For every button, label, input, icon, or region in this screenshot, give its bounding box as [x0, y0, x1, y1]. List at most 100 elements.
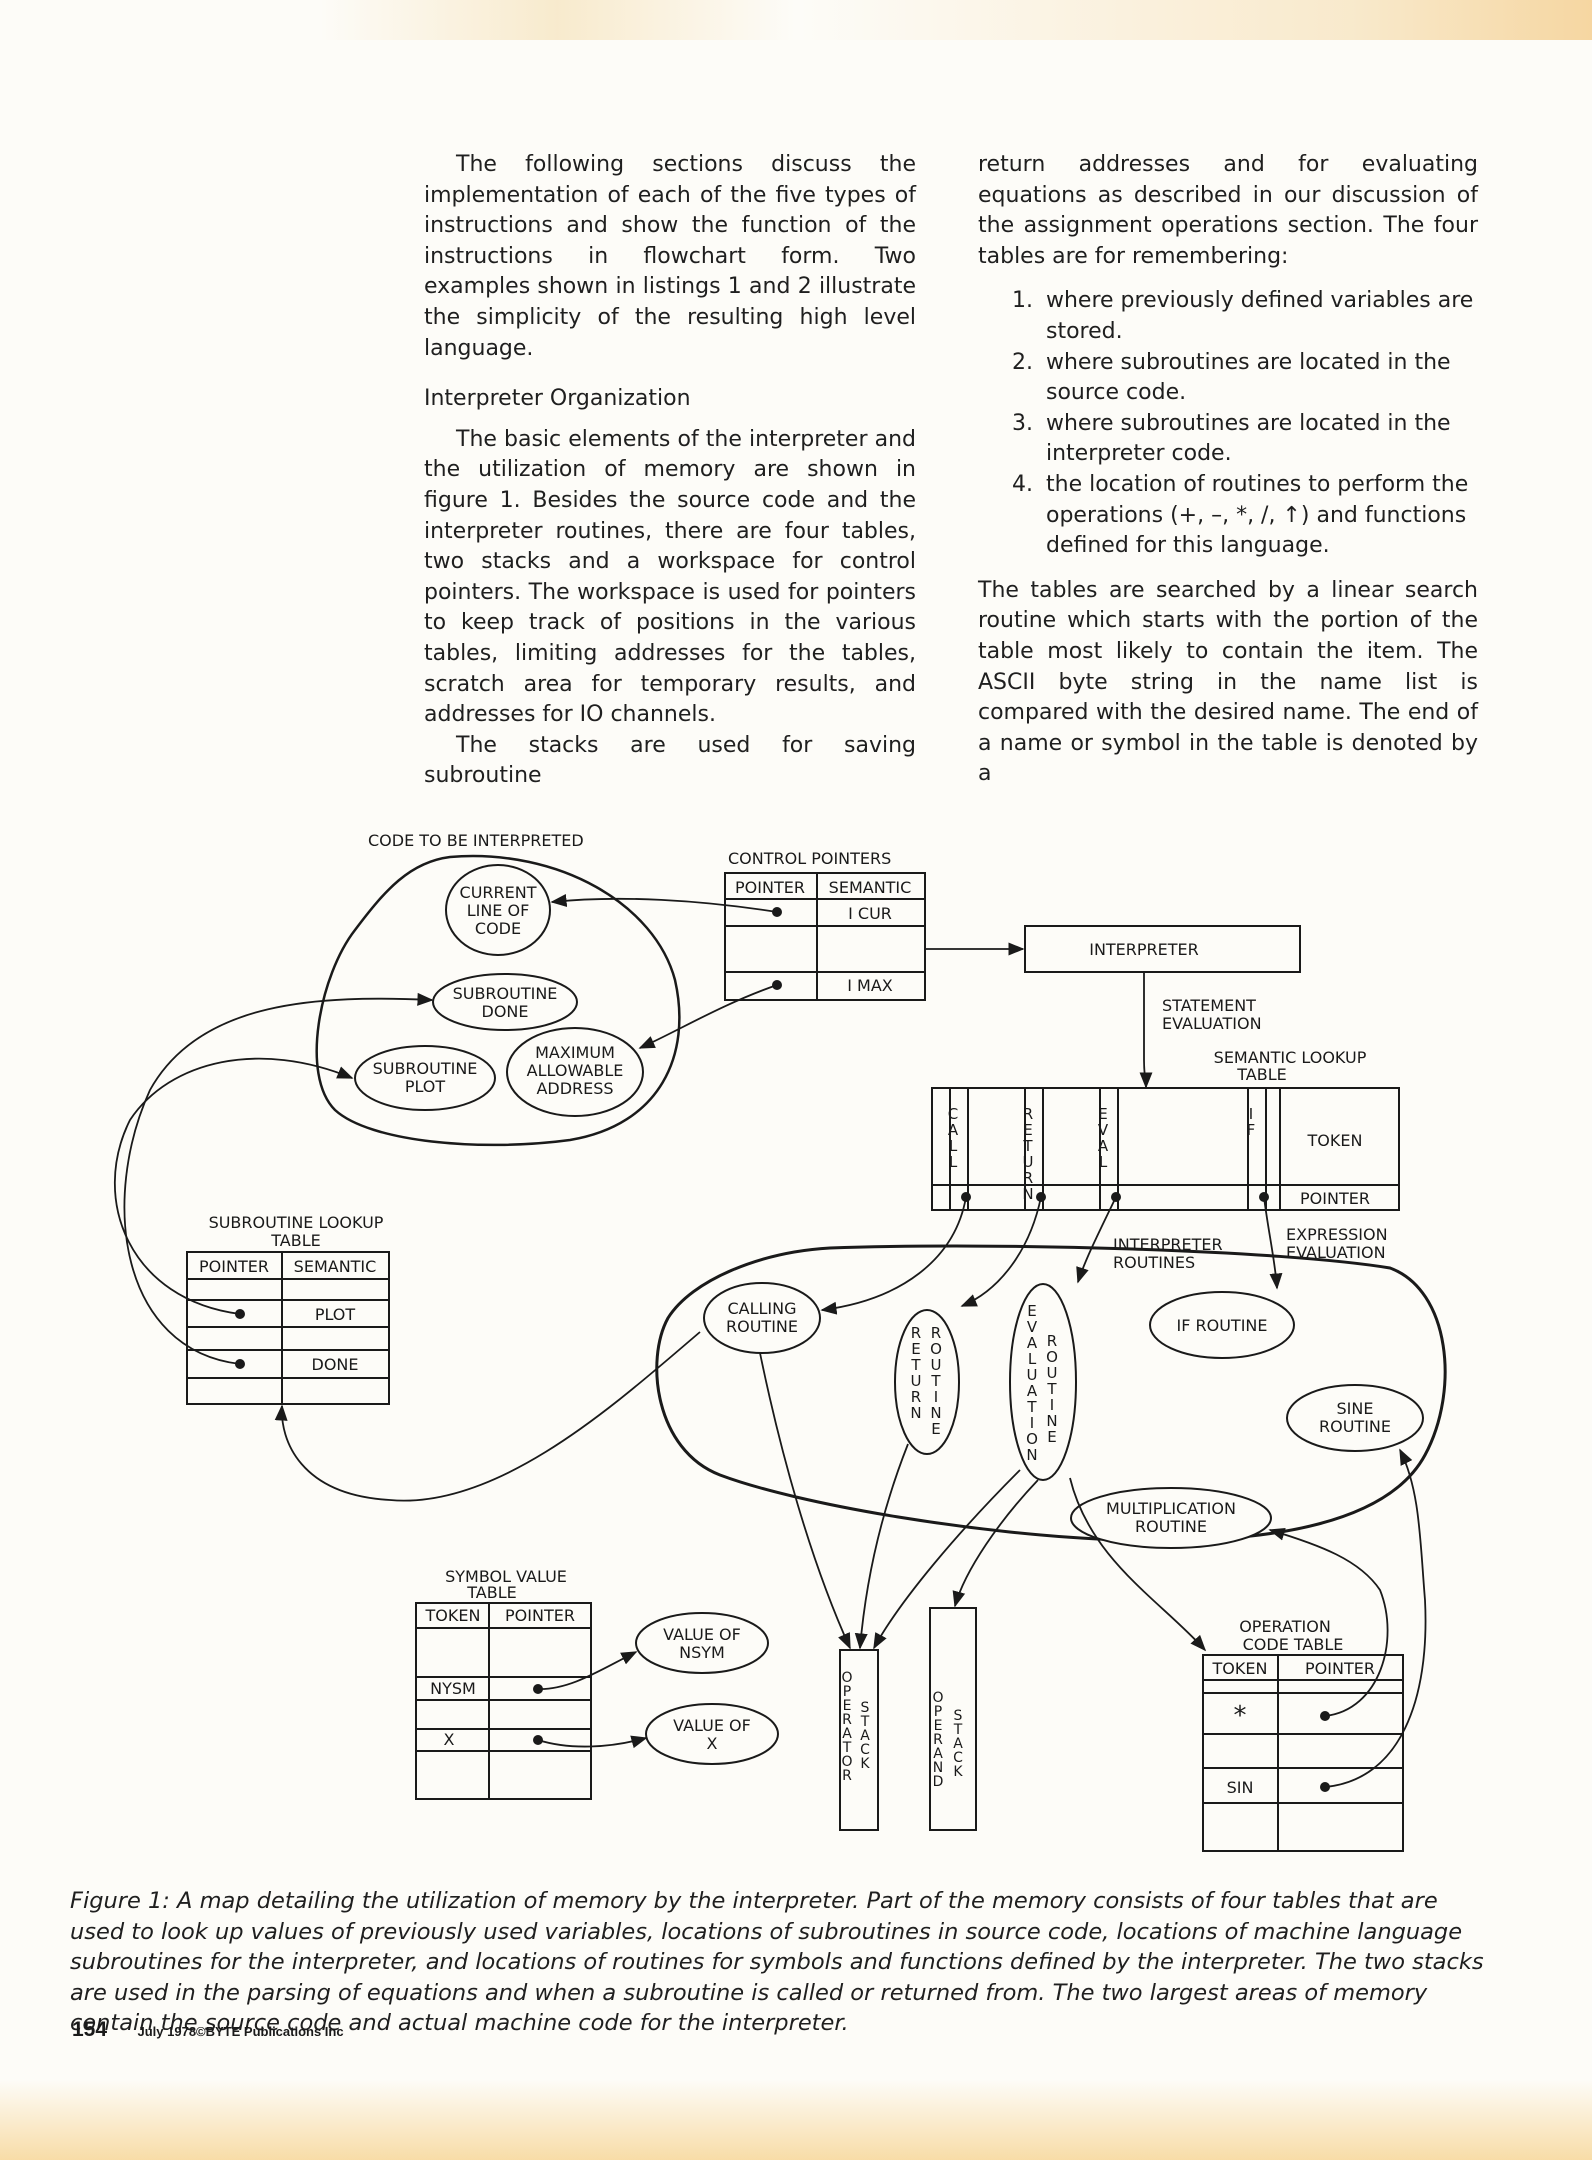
subroutine-plot-label: PLOT: [405, 1077, 446, 1096]
page-stain-bottom: [0, 2080, 1592, 2160]
right-text-column: return addresses and for evaluating equa…: [978, 150, 1478, 790]
semantic-title: TABLE: [1236, 1065, 1286, 1084]
multiplication-routine-bubble: [1070, 1487, 1272, 1549]
interpreter-box: [1024, 925, 1301, 973]
operand-stack-label: OPERAND: [930, 1690, 946, 1788]
opcode-table-title: OPERATION: [1239, 1617, 1331, 1636]
sine-routine-bubble: [1286, 1384, 1424, 1452]
opcode-row-token: *: [1234, 1701, 1247, 1731]
subroutine-row-done: DONE: [312, 1355, 359, 1374]
subroutine-header-pointer: POINTER: [199, 1257, 269, 1276]
value-nsym-bubble: [635, 1612, 769, 1674]
symbol-header-pointer: POINTER: [505, 1606, 575, 1625]
current-line-label: CURRENT: [460, 883, 537, 902]
symbol-value-table: [415, 1602, 592, 1800]
list-item: 4. the location of routines to perform th…: [978, 470, 1478, 562]
value-x-bubble: [645, 1703, 779, 1765]
list-item: 1.where previously defined variables are…: [978, 286, 1478, 347]
operand-stack: [929, 1607, 977, 1831]
subroutine-lookup-title: TABLE: [270, 1231, 320, 1250]
value-x-label: VALUE OF: [673, 1716, 751, 1735]
return-routine-label: RETURN: [907, 1324, 925, 1420]
control-pointers-table: [724, 872, 926, 1001]
list-number: 1.: [1012, 288, 1033, 314]
max-address-label: ALLOWABLE: [527, 1061, 624, 1080]
opcode-header-token: TOKEN: [1212, 1659, 1268, 1678]
calling-routine-label: CALLING: [727, 1299, 796, 1318]
paragraph: The following sections discuss the imple…: [424, 152, 916, 361]
value-nsym-label: NSYM: [679, 1643, 725, 1662]
eval-column-label: EVAL: [1094, 1105, 1112, 1169]
statement-eval-label: EVALUATION: [1162, 1014, 1262, 1033]
current-line-label: CODE: [475, 919, 521, 938]
figure-caption: Figure 1: A map detailing the utilizatio…: [70, 1886, 1486, 2039]
diagram-connectors: [114, 894, 1427, 1788]
symbol-table-title: TABLE: [466, 1583, 516, 1602]
page-stain-top: [0, 0, 1592, 40]
value-nsym-label: VALUE OF: [663, 1625, 741, 1644]
semantic-title: SEMANTIC LOOKUP: [1214, 1048, 1367, 1067]
symbol-row-token: X: [444, 1730, 455, 1749]
return-column-label: RETURN: [1019, 1105, 1037, 1201]
current-line-label: LINE OF: [467, 901, 530, 920]
operand-stack-label: STACK: [950, 1708, 966, 1778]
return-routine-label: ROUTINE: [927, 1324, 945, 1436]
symbol-table-title: SYMBOL VALUE: [445, 1567, 567, 1586]
subroutine-row-plot: PLOT: [315, 1305, 356, 1324]
numbered-list: 1.where previously defined variables are…: [978, 286, 1478, 561]
opcode-header-pointer: POINTER: [1305, 1659, 1375, 1678]
paragraph: The tables are searched by a linear sear…: [978, 577, 1478, 787]
semantic-pointer-label: POINTER: [1300, 1189, 1370, 1208]
subroutine-plot-bubble: [354, 1045, 496, 1111]
operation-code-table: [1202, 1654, 1404, 1852]
sine-routine-label: ROUTINE: [1319, 1417, 1391, 1436]
page-footer: 154 July 1978©BYTE Publications Inc: [72, 2018, 344, 2042]
evaluation-routine-bubble: [1009, 1283, 1077, 1481]
code-region-outline: [315, 854, 681, 1147]
publication-credit: July 1978©BYTE Publications Inc: [137, 2024, 344, 2039]
semantic-token-label: TOKEN: [1307, 1131, 1363, 1150]
interp-routines-label: ROUTINES: [1113, 1253, 1195, 1272]
operator-stack-label: STACK: [857, 1700, 873, 1770]
memory-map-figure: CODE TO BE INTERPRETED CURRENT LINE OF C…: [0, 800, 1592, 1870]
opcode-row-token: SIN: [1227, 1778, 1254, 1797]
multiplication-routine-label: MULTIPLICATION: [1106, 1499, 1236, 1518]
control-row-semantic: I MAX: [847, 976, 893, 995]
evaluation-routine-label: EVALUATION: [1023, 1302, 1041, 1462]
opcode-table-title: CODE TABLE: [1243, 1635, 1344, 1654]
subroutine-lookup-title: SUBROUTINE LOOKUP: [209, 1213, 384, 1232]
control-header-semantic: SEMANTIC: [829, 878, 912, 897]
max-address-label: ADDRESS: [536, 1079, 613, 1098]
subroutine-plot-label: SUBROUTINE: [373, 1059, 478, 1078]
if-routine-label: IF ROUTINE: [1177, 1316, 1268, 1335]
list-number: 4.: [1012, 471, 1033, 497]
if-column-label: IF: [1242, 1105, 1260, 1137]
subroutine-lookup-table: [186, 1251, 390, 1405]
control-pointers-title: CONTROL POINTERS: [728, 849, 891, 868]
list-text: where subroutines are located in the int…: [1046, 410, 1451, 467]
calling-routine-bubble: [703, 1282, 821, 1354]
call-column-label: CALL: [944, 1105, 962, 1169]
control-row-semantic: I CUR: [848, 904, 892, 923]
symbol-header-token: TOKEN: [425, 1606, 481, 1625]
paragraph: return addresses and for evaluating equa…: [978, 152, 1478, 269]
interpreter-label: INTERPRETER: [1089, 940, 1199, 959]
section-heading: Interpreter Organization: [424, 386, 691, 412]
multiplication-routine-label: ROUTINE: [1135, 1517, 1207, 1536]
page-number: 154: [72, 2018, 108, 2041]
subroutine-done-label: SUBROUTINE: [453, 984, 558, 1003]
statement-eval-label: STATEMENT: [1162, 996, 1256, 1015]
list-text: where subroutines are located in the sou…: [1046, 349, 1451, 406]
return-routine-bubble: [894, 1309, 960, 1455]
symbol-row-token: NYSM: [430, 1679, 476, 1698]
max-address-bubble: [506, 1027, 644, 1117]
max-address-label: MAXIMUM: [535, 1043, 615, 1062]
list-item: 3.where subroutines are located in the i…: [978, 409, 1478, 470]
left-text-column: The following sections discuss the imple…: [424, 150, 916, 792]
list-number: 2.: [1012, 349, 1033, 375]
expression-eval-label: EXPRESSION: [1286, 1225, 1388, 1244]
caption-text: Figure 1: A map detailing the utilizatio…: [70, 1888, 1484, 2036]
semantic-lookup-table: [931, 1087, 1400, 1211]
paragraph: The basic elements of the interpreter an…: [424, 426, 916, 728]
list-text: the location of routines to perform the …: [1046, 471, 1469, 559]
